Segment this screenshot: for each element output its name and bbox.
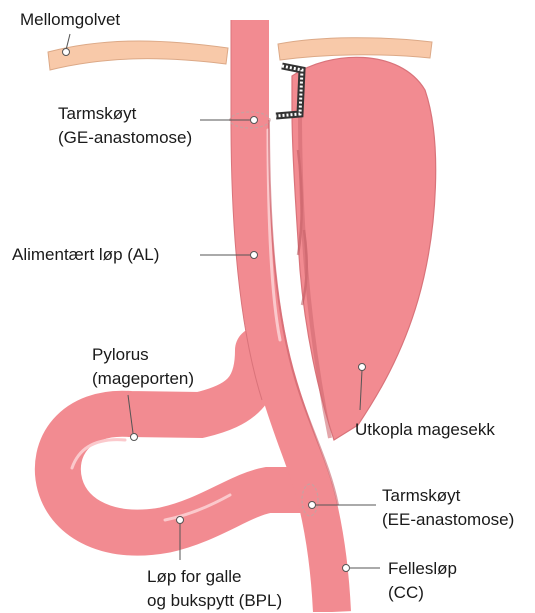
leader-dot-al — [251, 252, 258, 259]
leader-dot-cc — [343, 565, 350, 572]
leader-dot-pylorus — [131, 434, 138, 441]
label-cc-line2: (CC) — [388, 581, 457, 605]
label-diaphragm: Mellomgolvet — [20, 8, 120, 32]
label-ee-anastomosis: Tarmskøyt (EE-anastomose) — [382, 484, 514, 532]
label-cc-line1: Fellesløp — [388, 557, 457, 581]
diaphragm — [48, 41, 228, 70]
label-common-channel: Fellesløp (CC) — [388, 557, 457, 605]
label-remnant-stomach: Utkopla magesekk — [355, 418, 495, 442]
leader-dot-bpl — [177, 517, 184, 524]
label-ge-anastomosis: Tarmskøyt (GE-anastomose) — [58, 102, 192, 150]
label-ee-line1: Tarmskøyt — [382, 484, 514, 508]
label-pylorus-line2: (mageporten) — [92, 367, 194, 391]
leader-dot-ge — [251, 117, 258, 124]
label-bpl-line1: Løp for galle — [147, 565, 282, 589]
leader-dot-diaphragm — [63, 49, 70, 56]
leader-dot-ee — [309, 502, 316, 509]
label-ee-line2: (EE-anastomose) — [382, 508, 514, 532]
leader-dot-remnant — [359, 364, 366, 371]
label-alimentary-limb: Alimentært løp (AL) — [12, 243, 159, 267]
label-pylorus-line1: Pylorus — [92, 343, 194, 367]
label-ge-line1: Tarmskøyt — [58, 102, 192, 126]
label-pylorus: Pylorus (mageporten) — [92, 343, 194, 391]
diaphragm-right — [278, 38, 432, 60]
remnant-stomach — [292, 57, 436, 440]
label-bpl-line2: og bukspytt (BPL) — [147, 589, 282, 613]
label-biliopancreatic-limb: Løp for galle og bukspytt (BPL) — [147, 565, 282, 613]
label-ge-line2: (GE-anastomose) — [58, 126, 192, 150]
